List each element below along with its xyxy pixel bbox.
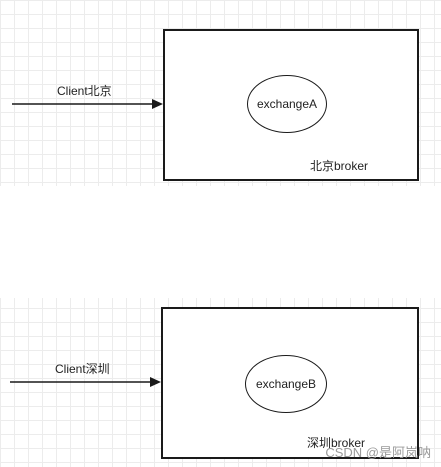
exchange-ellipse-b: exchangeB [245,355,327,413]
client-label-shenzhen: Client深圳 [55,362,110,376]
exchange-ellipse-a: exchangeA [247,75,327,133]
broker-label-shenzhen: 深圳broker [307,436,366,450]
exchange-label-b: exchangeB [255,377,317,391]
exchange-label-a: exchangeA [256,97,318,111]
broker-box-shenzhen: exchangeB 深圳broker [161,307,419,459]
watermark-text: CSDN @是阿岚呐 [325,445,431,460]
broker-label-beijing: 北京broker [310,159,369,173]
broker-box-beijing: exchangeA 北京broker [163,29,419,181]
client-label-beijing: Client北京 [57,84,112,98]
separator-band [0,186,441,298]
